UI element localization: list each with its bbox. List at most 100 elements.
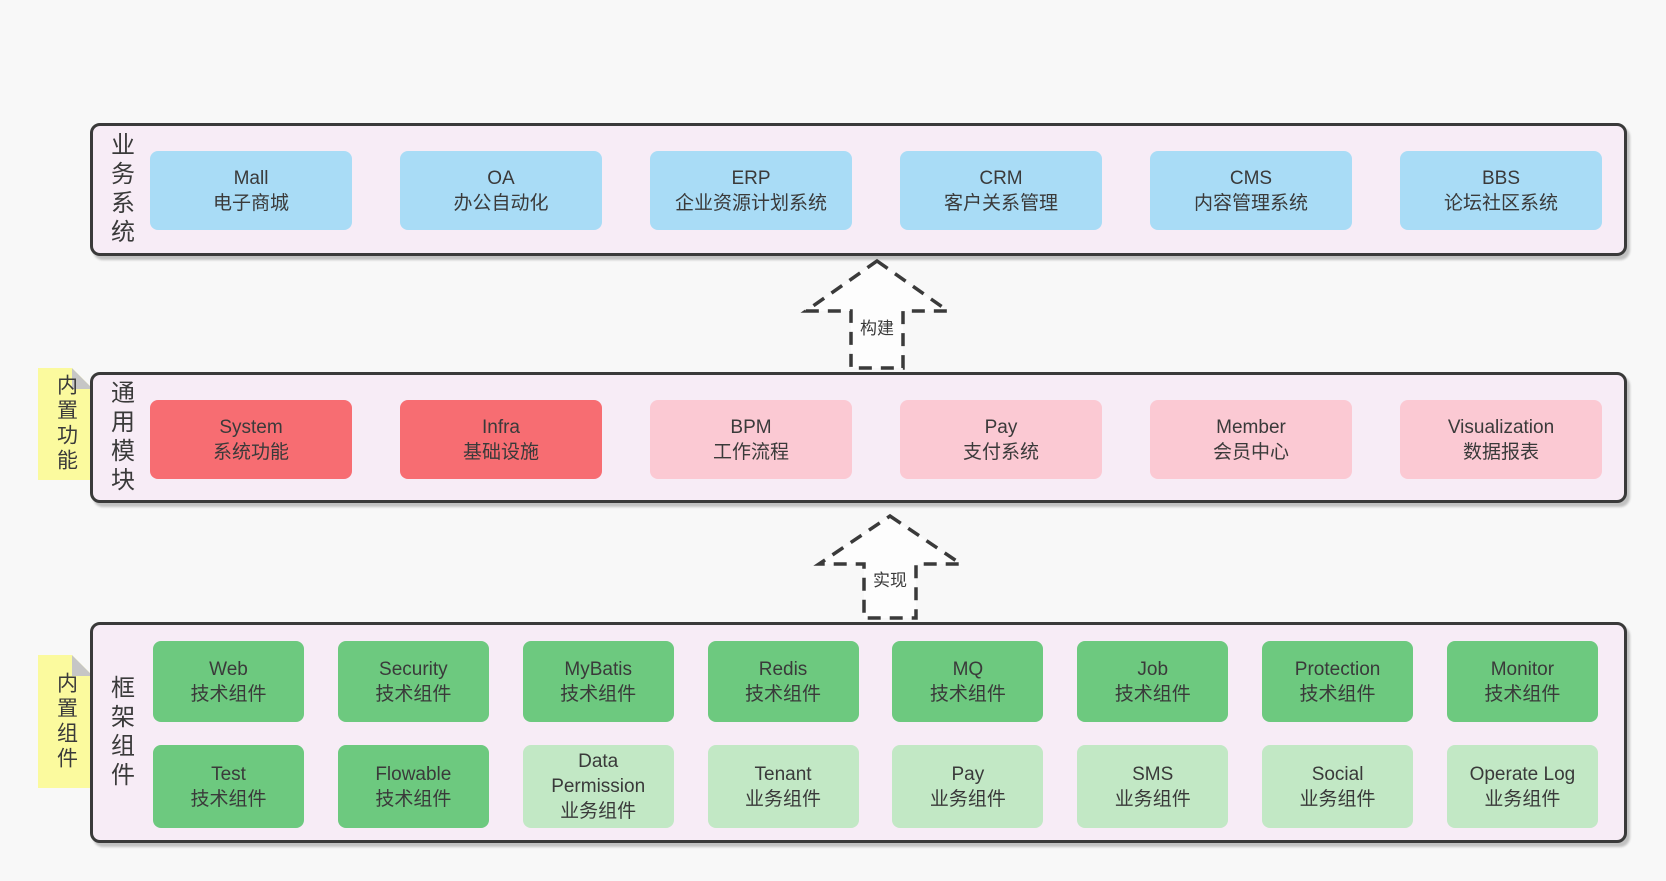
box-title: Data Permission — [551, 751, 646, 797]
box-infra: Infra 基础设施 — [400, 400, 602, 479]
box-title: MyBatis — [564, 658, 632, 680]
band-framework-components: 框架组件 Web 技术组件 Security 技术组件 MyBatis 技术组件… — [90, 622, 1627, 843]
box-subtitle: 技术组件 — [375, 788, 452, 810]
box-subtitle: 数据报表 — [1462, 441, 1539, 463]
box-social: Social 业务组件 — [1262, 745, 1414, 828]
band-label-framework-components: 框架组件 — [106, 674, 134, 791]
box-title: ERP — [731, 167, 771, 189]
box-pay-module: Pay 支付系统 — [900, 400, 1102, 479]
box-title: Social — [1311, 763, 1364, 785]
box-title: Protection — [1294, 658, 1381, 680]
box-subtitle: 业务组件 — [929, 788, 1006, 810]
band-business-systems: 业务系统 Mall 电子商城 OA 办公自动化 ERP 企业资源计划系统 CRM… — [90, 123, 1627, 256]
box-subtitle: 技术组件 — [560, 683, 637, 705]
box-title: Web — [209, 658, 248, 680]
box-title: Pay — [951, 763, 985, 785]
box-subtitle: 客户关系管理 — [943, 192, 1058, 214]
box-subtitle: 技术组件 — [1114, 683, 1191, 705]
box-title: SMS — [1132, 763, 1174, 785]
framework-box-row-2: Test 技术组件 Flowable 技术组件 Data Permission … — [153, 745, 1598, 828]
box-title: BBS — [1481, 167, 1521, 189]
box-member: Member 会员中心 — [1150, 400, 1352, 479]
box-subtitle: 基础设施 — [462, 441, 539, 463]
build-arrow-label: 构建 — [858, 314, 896, 339]
box-sms: SMS 业务组件 — [1077, 745, 1229, 828]
box-title: Infra — [481, 416, 521, 438]
box-operate-log: Operate Log 业务组件 — [1446, 745, 1598, 828]
box-security: Security 技术组件 — [337, 641, 489, 722]
box-subtitle: 业务组件 — [1484, 788, 1561, 810]
box-pay-component: Pay 业务组件 — [892, 745, 1044, 828]
box-subtitle: 技术组件 — [190, 683, 267, 705]
box-subtitle: 技术组件 — [745, 683, 822, 705]
band-label-common-modules: 通用模块 — [106, 379, 134, 496]
modules-box-row: System 系统功能 Infra 基础设施 BPM 工作流程 Pay 支付系统… — [150, 400, 1602, 479]
box-title: System — [219, 416, 283, 438]
sticky-note-built-in-features: 内置功能 — [38, 368, 93, 480]
box-title: BPM — [730, 416, 772, 438]
box-title: Visualization — [1447, 416, 1555, 438]
box-title: CRM — [979, 167, 1023, 189]
box-test: Test 技术组件 — [153, 745, 304, 828]
sticky-note-text: 内置功能 — [54, 374, 78, 474]
box-oa: OA 办公自动化 — [400, 151, 602, 230]
box-title: Member — [1216, 416, 1286, 438]
box-subtitle: 会员中心 — [1212, 441, 1289, 463]
box-protection: Protection 技术组件 — [1262, 641, 1414, 722]
box-erp: ERP 企业资源计划系统 — [650, 151, 852, 230]
box-bbs: BBS 论坛社区系统 — [1400, 151, 1602, 230]
box-bpm: BPM 工作流程 — [650, 400, 852, 479]
box-tenant: Tenant 业务组件 — [707, 745, 859, 828]
box-title: Job — [1137, 658, 1169, 680]
business-box-row: Mall 电子商城 OA 办公自动化 ERP 企业资源计划系统 CRM 客户关系… — [150, 151, 1602, 230]
box-subtitle: 业务组件 — [745, 788, 822, 810]
box-mybatis: MyBatis 技术组件 — [522, 641, 674, 722]
box-subtitle: 技术组件 — [190, 788, 267, 810]
framework-box-row-1: Web 技术组件 Security 技术组件 MyBatis 技术组件 Redi… — [153, 641, 1598, 722]
box-job: Job 技术组件 — [1077, 641, 1229, 722]
box-title: MQ — [952, 658, 984, 680]
box-subtitle: 业务组件 — [1114, 788, 1191, 810]
box-title: Monitor — [1490, 658, 1555, 680]
band-common-modules: 通用模块 System 系统功能 Infra 基础设施 BPM 工作流程 Pay… — [90, 372, 1627, 503]
box-subtitle: 工作流程 — [712, 441, 789, 463]
box-title: Mall — [233, 167, 269, 189]
box-visualization: Visualization 数据报表 — [1400, 400, 1602, 479]
box-subtitle: 技术组件 — [929, 683, 1006, 705]
box-mq: MQ 技术组件 — [892, 641, 1044, 722]
box-title: Security — [379, 658, 448, 680]
box-system: System 系统功能 — [150, 400, 352, 479]
box-title: Tenant — [754, 763, 812, 785]
box-mall: Mall 电子商城 — [150, 151, 352, 230]
box-web: Web 技术组件 — [153, 641, 304, 722]
box-subtitle: 内容管理系统 — [1193, 192, 1308, 214]
box-data-permission: Data Permission 业务组件 — [522, 745, 674, 828]
box-cms: CMS 内容管理系统 — [1150, 151, 1352, 230]
sticky-note-text: 内置组件 — [54, 671, 78, 772]
box-subtitle: 论坛社区系统 — [1443, 192, 1558, 214]
box-subtitle: 技术组件 — [1299, 683, 1376, 705]
box-subtitle: 办公自动化 — [453, 192, 549, 214]
box-subtitle: 技术组件 — [1484, 683, 1561, 705]
box-subtitle: 电子商城 — [212, 192, 289, 214]
box-subtitle: 支付系统 — [962, 441, 1039, 463]
box-title: Redis — [758, 658, 808, 680]
box-monitor: Monitor 技术组件 — [1446, 641, 1598, 722]
box-title: Pay — [984, 416, 1018, 438]
box-crm: CRM 客户关系管理 — [900, 151, 1102, 230]
implement-arrow-label: 实现 — [871, 566, 909, 591]
box-flowable: Flowable 技术组件 — [337, 745, 489, 828]
box-subtitle: 系统功能 — [212, 441, 289, 463]
box-subtitle: 业务组件 — [1299, 788, 1376, 810]
box-subtitle: 企业资源计划系统 — [674, 192, 827, 214]
box-title: Operate Log — [1469, 763, 1576, 785]
box-redis: Redis 技术组件 — [707, 641, 859, 722]
box-title: Test — [211, 763, 246, 785]
box-subtitle: 业务组件 — [560, 801, 637, 822]
box-title: CMS — [1229, 167, 1273, 189]
band-label-business-systems: 业务系统 — [106, 131, 134, 248]
box-title: Flowable — [375, 763, 452, 785]
box-subtitle: 技术组件 — [375, 683, 452, 705]
box-title: OA — [487, 167, 515, 189]
sticky-note-built-in-components: 内置组件 — [38, 655, 93, 788]
